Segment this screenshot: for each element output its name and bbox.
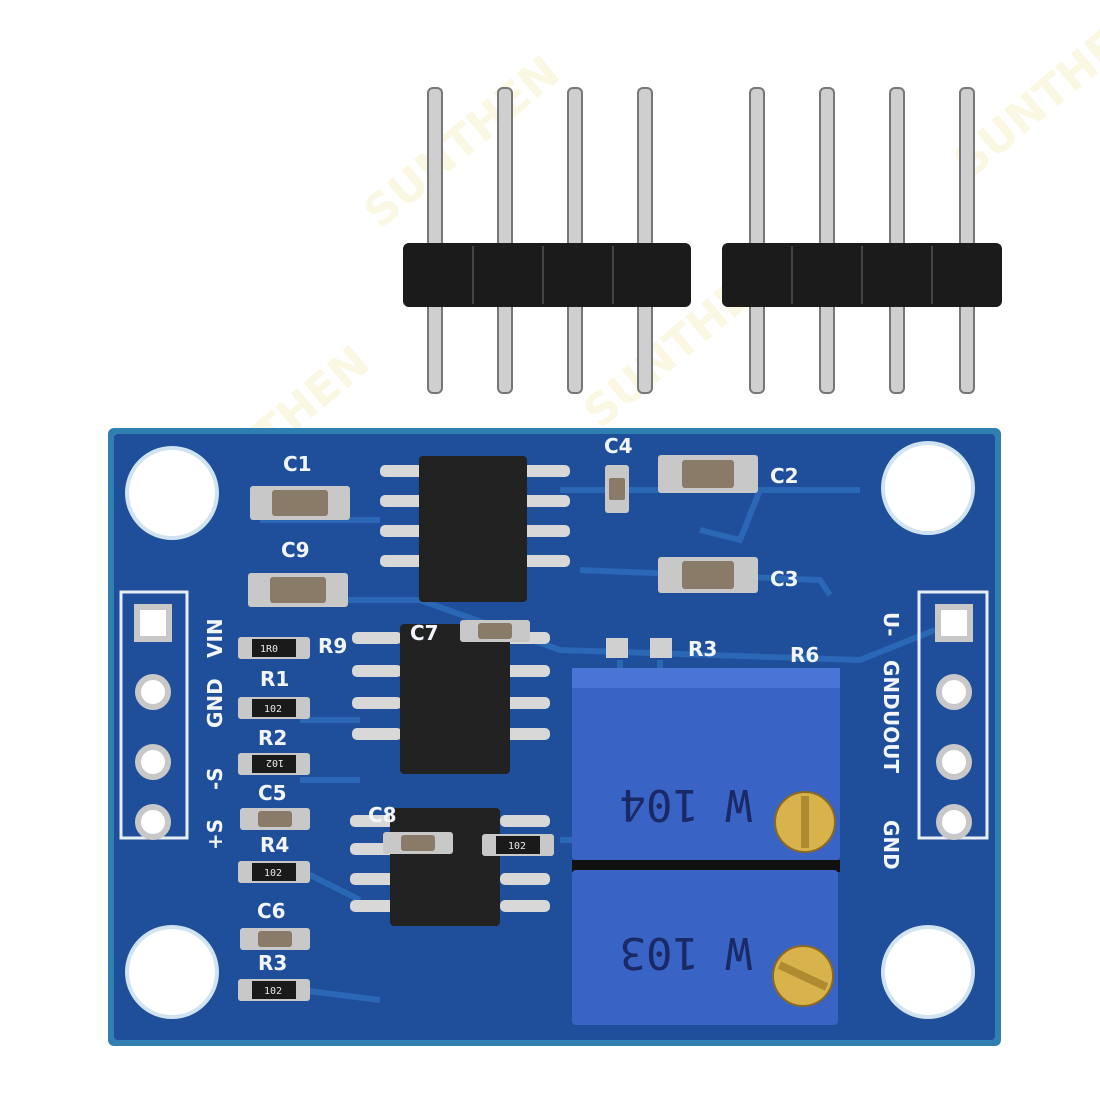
pin-label-uout: UOUT	[879, 710, 903, 773]
pcb-board: 1R0 102 102 102 102 102 W 104 W 103 C1 C…	[108, 428, 1001, 1046]
pin-label-minus-s: -S	[203, 767, 227, 790]
label-r3: R3	[258, 951, 287, 975]
label-c2: C2	[770, 464, 799, 488]
right-header-pads	[935, 604, 973, 840]
resistor-marking: 102	[264, 986, 282, 997]
left-header-pads	[134, 604, 172, 840]
trimmer-potentiometer-103[interactable]: W 103	[572, 870, 838, 1025]
label-c3: C3	[770, 567, 799, 591]
pot-value-label: W 104	[620, 779, 752, 830]
label-c1: C1	[283, 452, 312, 476]
resistor-marking: 102	[508, 841, 526, 852]
pin-label-vin: VIN	[203, 618, 227, 658]
resistor-marking: 102	[266, 757, 284, 768]
ic-u1	[380, 456, 570, 602]
silkscreen-labels: C1 C9 R9 R1 R2 C5 R4 C6 R3 C7 C8 C4 C2 C…	[203, 434, 903, 975]
pin-label-gnd: GND	[203, 678, 227, 728]
pin-label-gnd: GND	[879, 660, 903, 710]
resistor-marking: 102	[264, 704, 282, 715]
label-c5: C5	[258, 781, 287, 805]
label-c6: C6	[257, 899, 286, 923]
trimmer-potentiometer-104[interactable]: W 104	[572, 668, 840, 860]
label-r3-right: R3	[688, 637, 717, 661]
label-c8: C8	[368, 803, 397, 827]
pin-label-u-minus: U-	[879, 612, 903, 637]
svg-text:SUNTHEN: SUNTHEN	[354, 46, 569, 238]
label-r1: R1	[260, 667, 289, 691]
ic-u2	[352, 624, 550, 774]
label-c9: C9	[281, 538, 310, 562]
label-r4: R4	[260, 833, 289, 857]
resistor-marking: 102	[264, 868, 282, 879]
label-r9: R9	[318, 634, 347, 658]
label-c7: C7	[410, 621, 439, 645]
pin-label-plus-s: +S	[203, 819, 227, 850]
mounting-holes	[125, 441, 975, 1019]
label-c4: C4	[604, 434, 633, 458]
pot-value-label: W 103	[620, 927, 752, 978]
r3-empty-pads	[606, 638, 672, 658]
resistor-marking: 1R0	[260, 644, 278, 655]
label-r2: R2	[258, 726, 287, 750]
label-r6: R6	[790, 643, 819, 667]
pin-header-4-right	[722, 87, 1002, 394]
pin-header-4-left	[403, 87, 691, 394]
smd-capacitors	[240, 455, 758, 950]
pin-label-gnd: GND	[879, 820, 903, 870]
smd-resistors: 1R0 102 102 102 102 102	[238, 637, 554, 1001]
